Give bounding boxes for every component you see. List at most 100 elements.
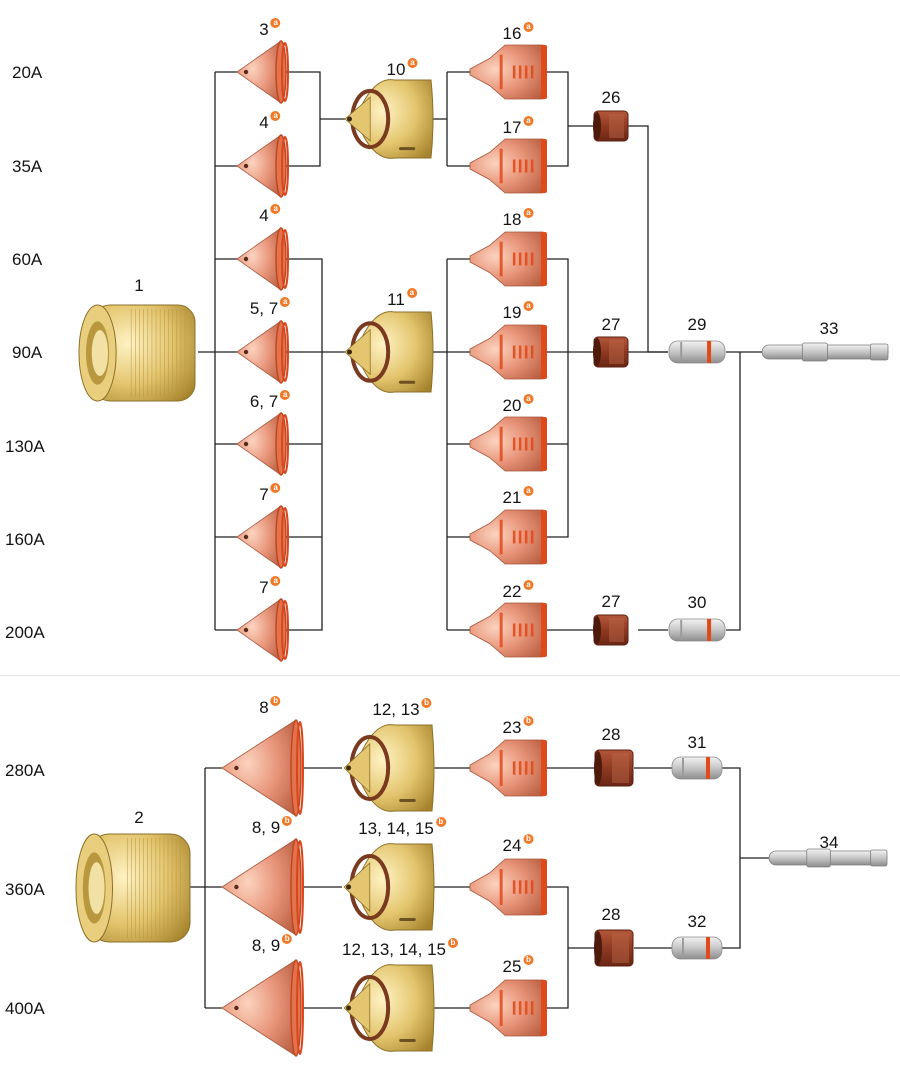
nozzle-1 bbox=[469, 44, 547, 100]
badge-b: b bbox=[421, 698, 432, 708]
part-number-34: 34 bbox=[819, 833, 839, 852]
swirl-ring-28a bbox=[594, 749, 634, 787]
badge-b: b bbox=[282, 934, 293, 944]
lead-33 bbox=[761, 342, 889, 362]
swirl-ring-27b bbox=[593, 614, 629, 646]
nozzle-5 bbox=[469, 416, 547, 472]
electrode-32 bbox=[671, 936, 723, 960]
connector-line bbox=[285, 71, 321, 167]
part-number-33: 33 bbox=[819, 319, 839, 338]
swirl-cap-large-2 bbox=[343, 843, 435, 931]
badge-a: a bbox=[270, 18, 281, 28]
swirl-cap-large-3 bbox=[343, 964, 435, 1052]
amp-label-280: 280A bbox=[5, 761, 45, 780]
amp-label-60: 60A bbox=[12, 250, 43, 269]
connector-line bbox=[722, 767, 741, 949]
amp-label-400: 400A bbox=[5, 999, 45, 1018]
amp-label-360: 360A bbox=[5, 880, 45, 899]
badge-a: a bbox=[270, 483, 281, 493]
swirl-ring-28b bbox=[594, 929, 634, 967]
part-number-27a: 27 bbox=[601, 315, 621, 334]
badge-b: b bbox=[435, 817, 446, 827]
badge-a: a bbox=[407, 58, 418, 68]
part-number-32: 32 bbox=[687, 912, 707, 931]
swirl-ring-cap-10 bbox=[344, 79, 434, 159]
shield-1 bbox=[236, 40, 289, 104]
badge-a: a bbox=[523, 208, 534, 218]
section-divider bbox=[0, 675, 900, 676]
nozzle-large-3 bbox=[469, 979, 547, 1037]
part-number-31: 31 bbox=[687, 733, 707, 752]
electrode-31 bbox=[671, 756, 723, 780]
part-number-2: 2 bbox=[134, 808, 144, 827]
shield-large-1 bbox=[221, 719, 304, 817]
badge-b: b bbox=[523, 834, 534, 844]
retaining-cap-1 bbox=[78, 304, 196, 402]
part-number-28a: 28 bbox=[601, 725, 621, 744]
connector-lines bbox=[190, 71, 770, 1009]
amp-label-90: 90A bbox=[12, 343, 43, 362]
swirl-ring-cap-11 bbox=[344, 311, 434, 393]
lead-34 bbox=[768, 848, 888, 868]
electrode-29 bbox=[668, 340, 726, 364]
amp-label-200: 200A bbox=[5, 623, 45, 642]
retaining-cap-2 bbox=[75, 833, 191, 943]
nozzle-4 bbox=[469, 324, 547, 380]
nozzle-3 bbox=[469, 231, 547, 287]
shield-large-2 bbox=[221, 838, 304, 936]
part-number-1: 1 bbox=[134, 276, 144, 295]
connector-line bbox=[547, 71, 569, 167]
shield-6 bbox=[236, 505, 289, 569]
part-number-27b: 27 bbox=[601, 592, 621, 611]
part-number-28b: 28 bbox=[601, 905, 621, 924]
badge-a: a bbox=[523, 116, 534, 126]
swirl-cap-large-1 bbox=[343, 724, 435, 812]
swirl-ring-27a bbox=[593, 336, 629, 368]
badge-a: a bbox=[406, 288, 417, 298]
nozzle-large-1 bbox=[469, 739, 547, 797]
badge-b: b bbox=[282, 816, 293, 826]
part-images bbox=[75, 40, 889, 1057]
badge-b: b bbox=[270, 696, 281, 706]
shield-7 bbox=[236, 598, 289, 662]
shield-4 bbox=[236, 320, 289, 384]
amp-label-160: 160A bbox=[5, 530, 45, 549]
badge-b: b bbox=[447, 938, 458, 948]
badge-a: a bbox=[523, 301, 534, 311]
nozzle-2 bbox=[469, 138, 547, 194]
connector-line bbox=[726, 352, 741, 631]
shield-5 bbox=[236, 412, 289, 476]
badge-b: b bbox=[523, 955, 534, 965]
connector-line bbox=[547, 258, 569, 538]
part-number-29: 29 bbox=[687, 315, 707, 334]
badge-a: a bbox=[280, 390, 291, 400]
nozzle-6 bbox=[469, 509, 547, 565]
badge-a: a bbox=[523, 580, 534, 590]
badge-a: a bbox=[523, 486, 534, 496]
amp-label-35: 35A bbox=[12, 157, 43, 176]
badge-a: a bbox=[270, 111, 281, 121]
amp-label-20: 20A bbox=[12, 63, 43, 82]
badge-a: a bbox=[280, 297, 291, 307]
